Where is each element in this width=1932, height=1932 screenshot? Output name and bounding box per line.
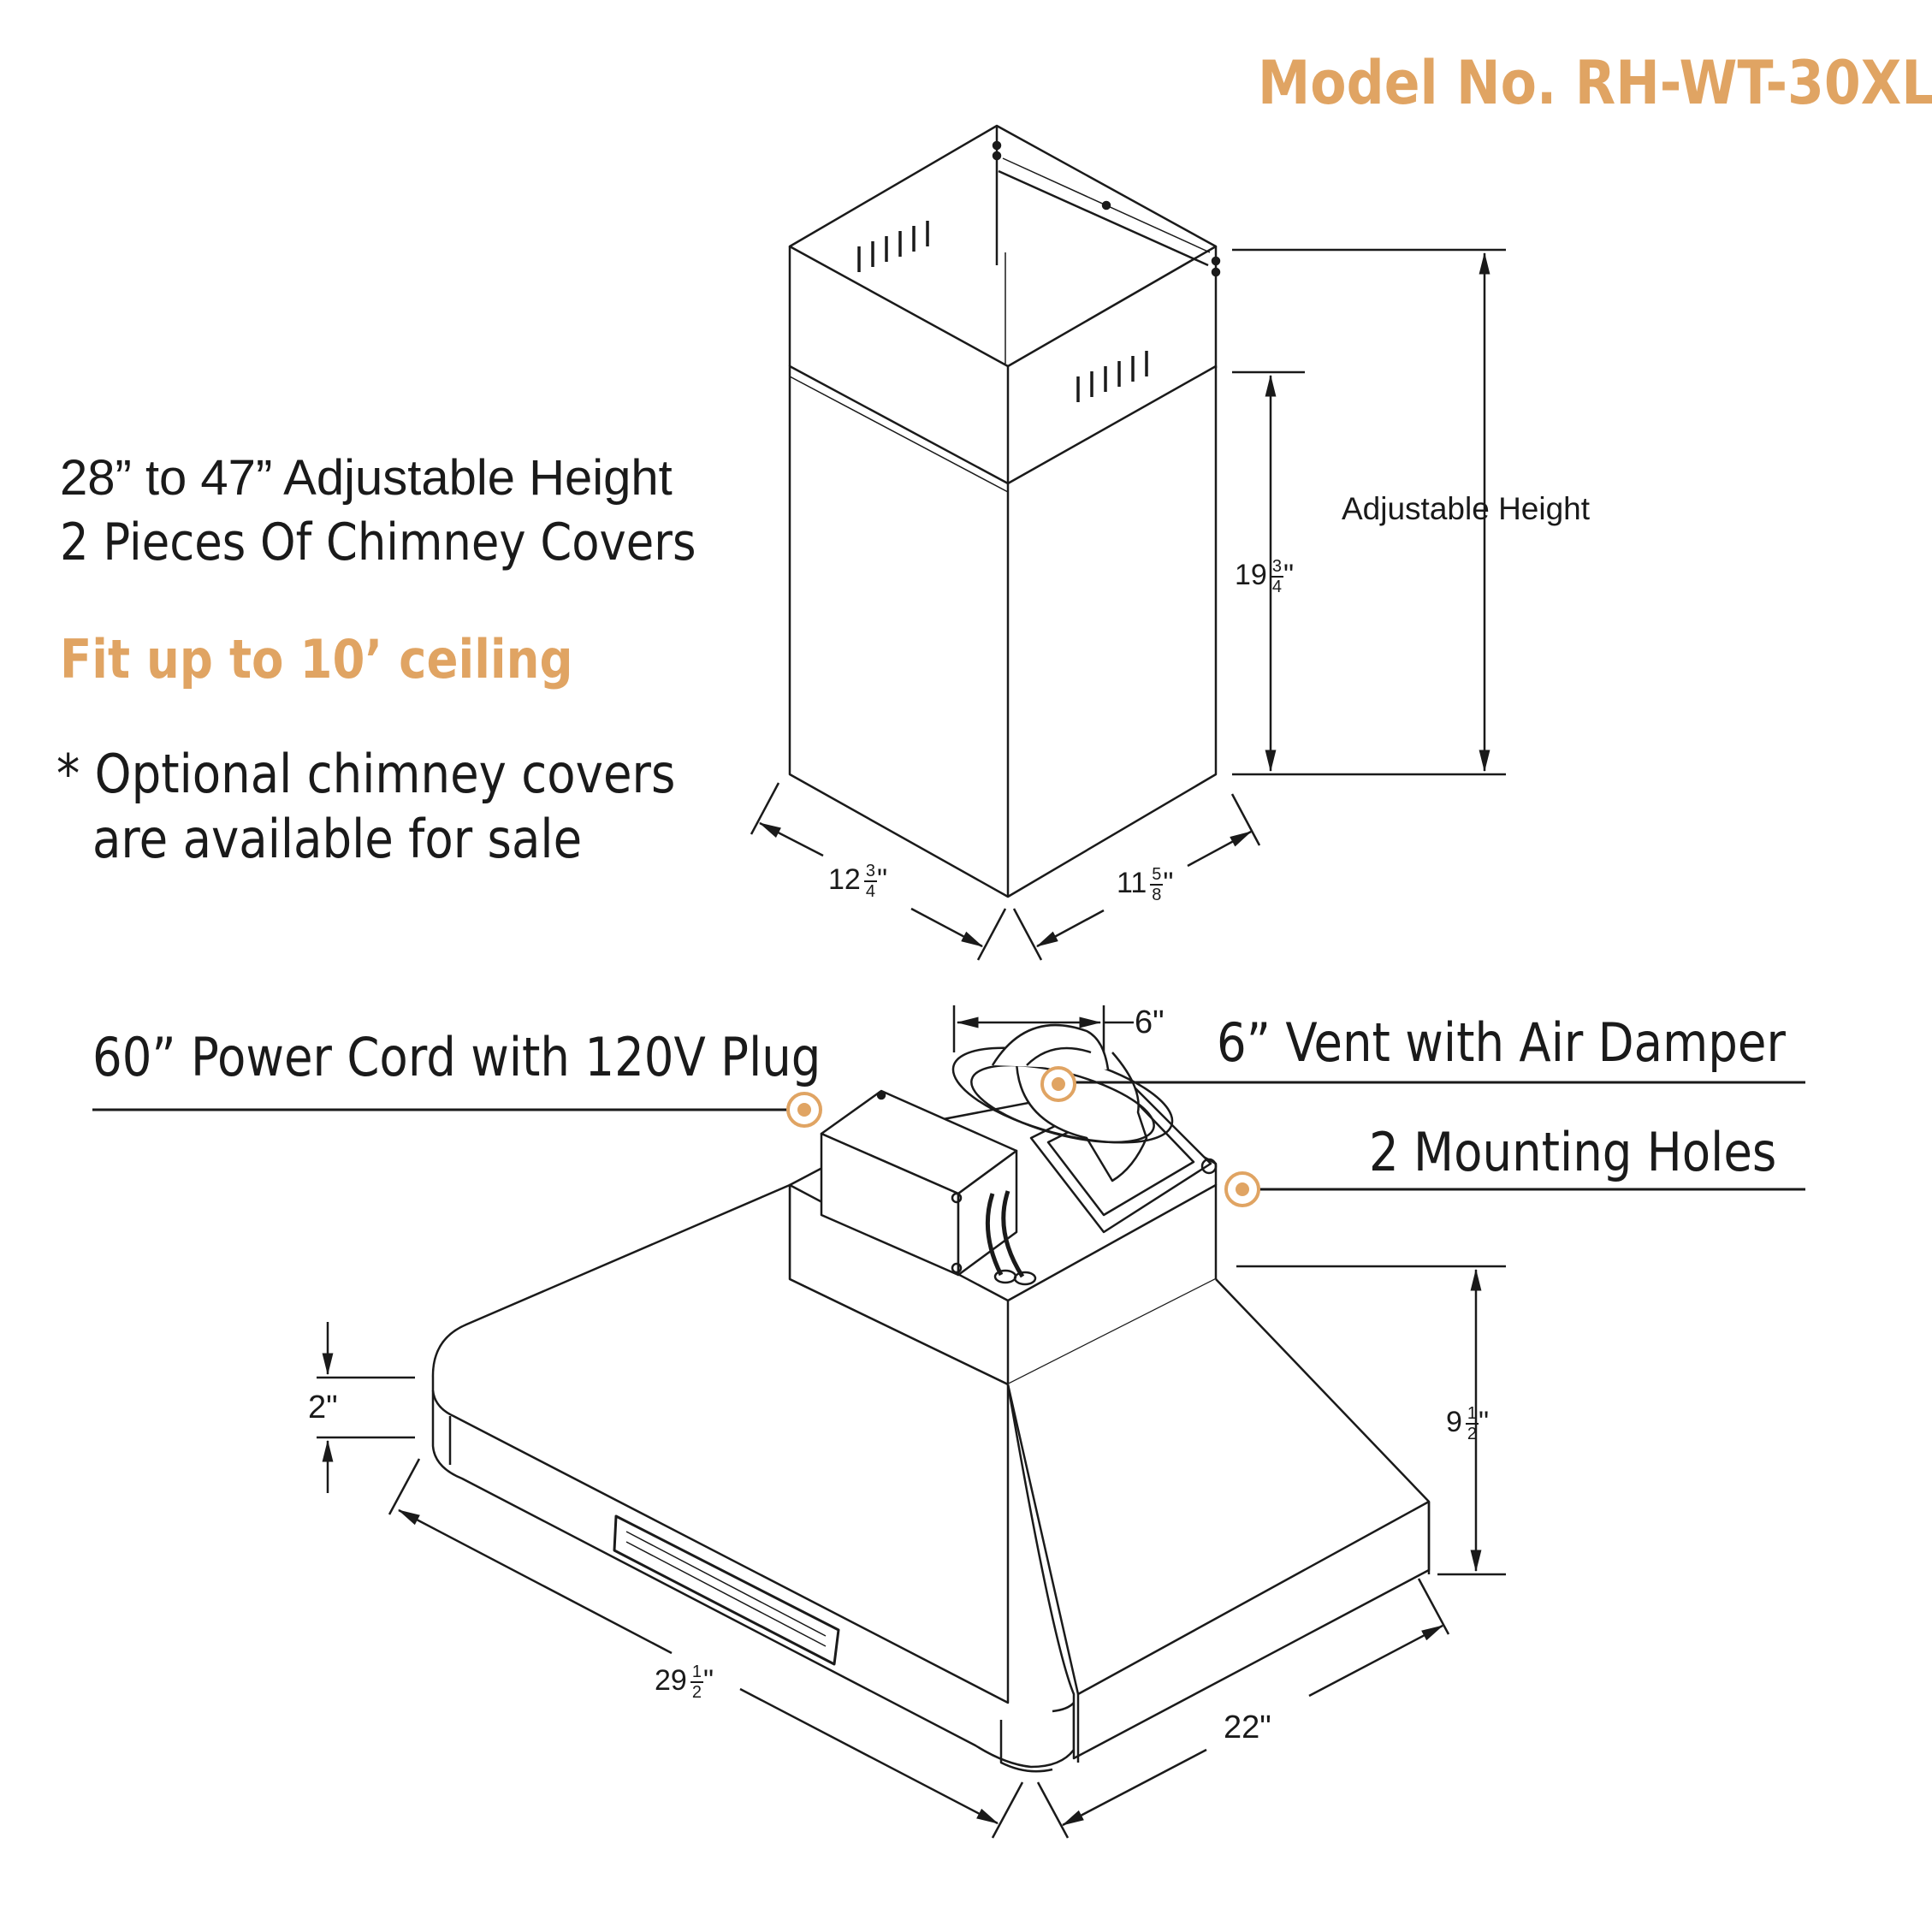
- hood-depth-dimension: 22": [1224, 1710, 1271, 1745]
- adjustable-height-label: Adjustable Height: [1342, 491, 1591, 526]
- vent-callout: 6” Vent with Air Damper: [1217, 1011, 1786, 1074]
- range-hood-body: [431, 1023, 1431, 1773]
- optional-covers-note-line2: are available for sale: [92, 808, 583, 870]
- chimney-dimension-lines: [750, 248, 1506, 961]
- chimney-vent-slots-left: [857, 221, 929, 272]
- vent-width-dimension: 6": [1135, 1005, 1165, 1040]
- chimney-vent-slots-right: [1076, 351, 1148, 402]
- ceiling-fit-note: Fit up to 10’ ceiling: [60, 628, 573, 690]
- chimney-cover: [788, 124, 1221, 898]
- callout-leaders: [92, 1081, 1805, 1191]
- callout-marker-vent: [1040, 1066, 1076, 1102]
- power-cord-callout: 60” Power Cord with 120V Plug: [92, 1026, 821, 1088]
- optional-covers-note-line1: * Optional chimney covers: [56, 743, 676, 805]
- height-range-note: 28” to 47” Adjustable Height: [60, 450, 673, 506]
- callout-marker-mounting-holes: [1224, 1171, 1260, 1207]
- model-title: Model No. RH-WT-30XL: [1258, 48, 1932, 118]
- callout-marker-power-cord: [786, 1092, 822, 1128]
- chimney-pieces-note: 2 Pieces Of Chimney Covers: [60, 513, 696, 572]
- hood-dimension-lines: [317, 1005, 1506, 1839]
- hood-edge-height-dimension: 2": [308, 1390, 338, 1425]
- mounting-holes-callout: 2 Mounting Holes: [1369, 1121, 1777, 1183]
